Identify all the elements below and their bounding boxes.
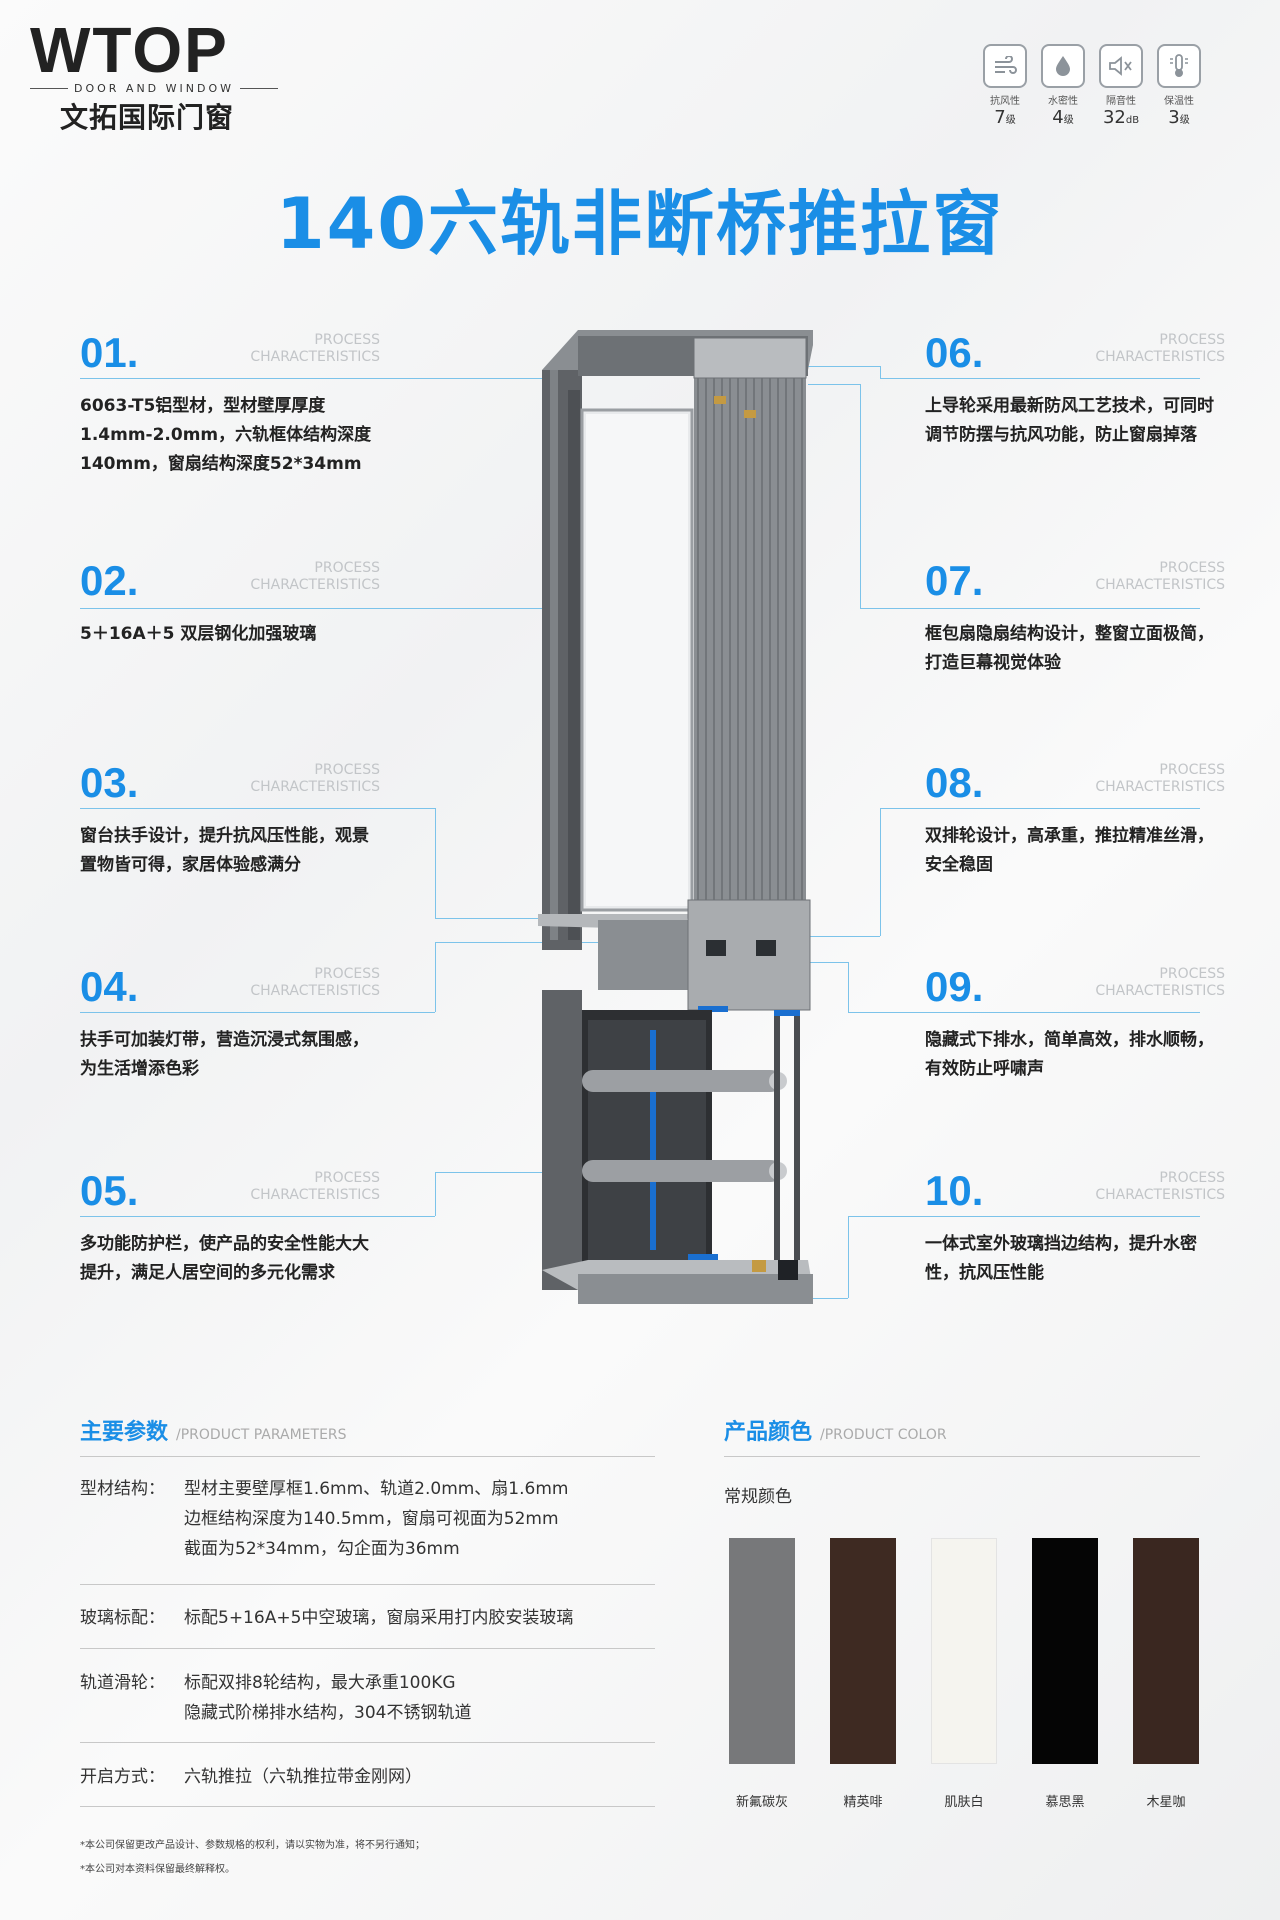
leader-line-01 [80, 378, 572, 379]
param-row-glass: 玻璃标配： 标配5+16A+5中空玻璃，窗扇采用打内胶安装玻璃 [80, 1608, 574, 1628]
leader-line-09b [848, 962, 849, 1012]
leader-line-10a [848, 1216, 1200, 1217]
colors-header: 产品颜色/PRODUCT COLOR [724, 1420, 947, 1445]
brand-tagline: DOOR AND WINDOW [30, 82, 279, 95]
color-name: 慕思黑 [1045, 1795, 1085, 1810]
color-swatch [931, 1538, 997, 1764]
color-swatch [1032, 1538, 1098, 1764]
leader-line-05b [435, 1172, 436, 1216]
leader-line-10c [800, 1298, 848, 1299]
color-name: 肌肤白 [944, 1795, 984, 1810]
color-swatch [830, 1538, 896, 1764]
leader-line-08c [800, 936, 880, 937]
color-swatch [1133, 1538, 1199, 1764]
leader-line-04b [435, 942, 436, 1012]
perf-water: 水密性 4级 [1040, 44, 1086, 128]
leader-line-08a [880, 808, 1200, 809]
color-name: 新氟碳灰 [735, 1795, 788, 1810]
params-header: 主要参数/PRODUCT PARAMETERS [80, 1420, 347, 1445]
leader-line-06b [880, 366, 881, 378]
footnote-2: *本公司对本资料保留最终解释权。 [80, 1864, 235, 1875]
leader-line-06a [880, 378, 1200, 379]
leader-line-03b [435, 808, 436, 918]
param-row-divider [80, 1742, 655, 1743]
params-rule [80, 1456, 655, 1457]
colors-rule [724, 1456, 1200, 1457]
param-row-divider [80, 1806, 655, 1807]
param-row-divider [80, 1648, 655, 1649]
leader-line-10b [848, 1216, 849, 1298]
colors-group-label: 常规颜色 [724, 1487, 792, 1507]
thermometer-icon [1157, 44, 1201, 88]
leader-line-02 [80, 608, 650, 609]
page-title: 140六轨非断桥推拉窗 [275, 183, 1005, 265]
color-name: 精英啡 [843, 1795, 883, 1810]
perf-thermal: 保温性 3级 [1156, 44, 1202, 128]
window-profile-illustration [538, 330, 813, 1304]
brand-name: 文拓国际门窗 [60, 101, 235, 134]
leader-line-07b [860, 384, 861, 608]
water-drop-icon [1041, 44, 1085, 88]
param-row-opening: 开启方式： 六轨推拉（六轨推拉带金刚网） [80, 1767, 422, 1787]
param-row-divider [80, 1584, 655, 1585]
leader-line-04a [80, 1012, 435, 1013]
perf-sound: 隔音性 32dB [1098, 44, 1144, 128]
speaker-mute-icon [1099, 44, 1143, 88]
leader-line-03a [80, 808, 435, 809]
perf-wind: 抗风性 7级 [982, 44, 1028, 128]
leader-line-05c [435, 1172, 600, 1173]
footnote-1: *本公司保留更改产品设计、参数规格的权利，请以实物为准，将不另行通知； [80, 1840, 425, 1851]
leader-line-09c [800, 962, 848, 963]
leader-line-03c [435, 918, 605, 919]
leader-line-08b [880, 808, 881, 936]
leader-line-07a [860, 608, 1200, 609]
brand-logo: WTOP [30, 14, 229, 86]
color-swatch [729, 1538, 795, 1764]
wind-icon [983, 44, 1027, 88]
leader-line-05a [80, 1216, 435, 1217]
leader-line-06c [808, 366, 880, 367]
leader-line-07c [808, 384, 860, 385]
color-name: 木星咖 [1146, 1795, 1186, 1810]
leader-line-09a [848, 1012, 1200, 1013]
